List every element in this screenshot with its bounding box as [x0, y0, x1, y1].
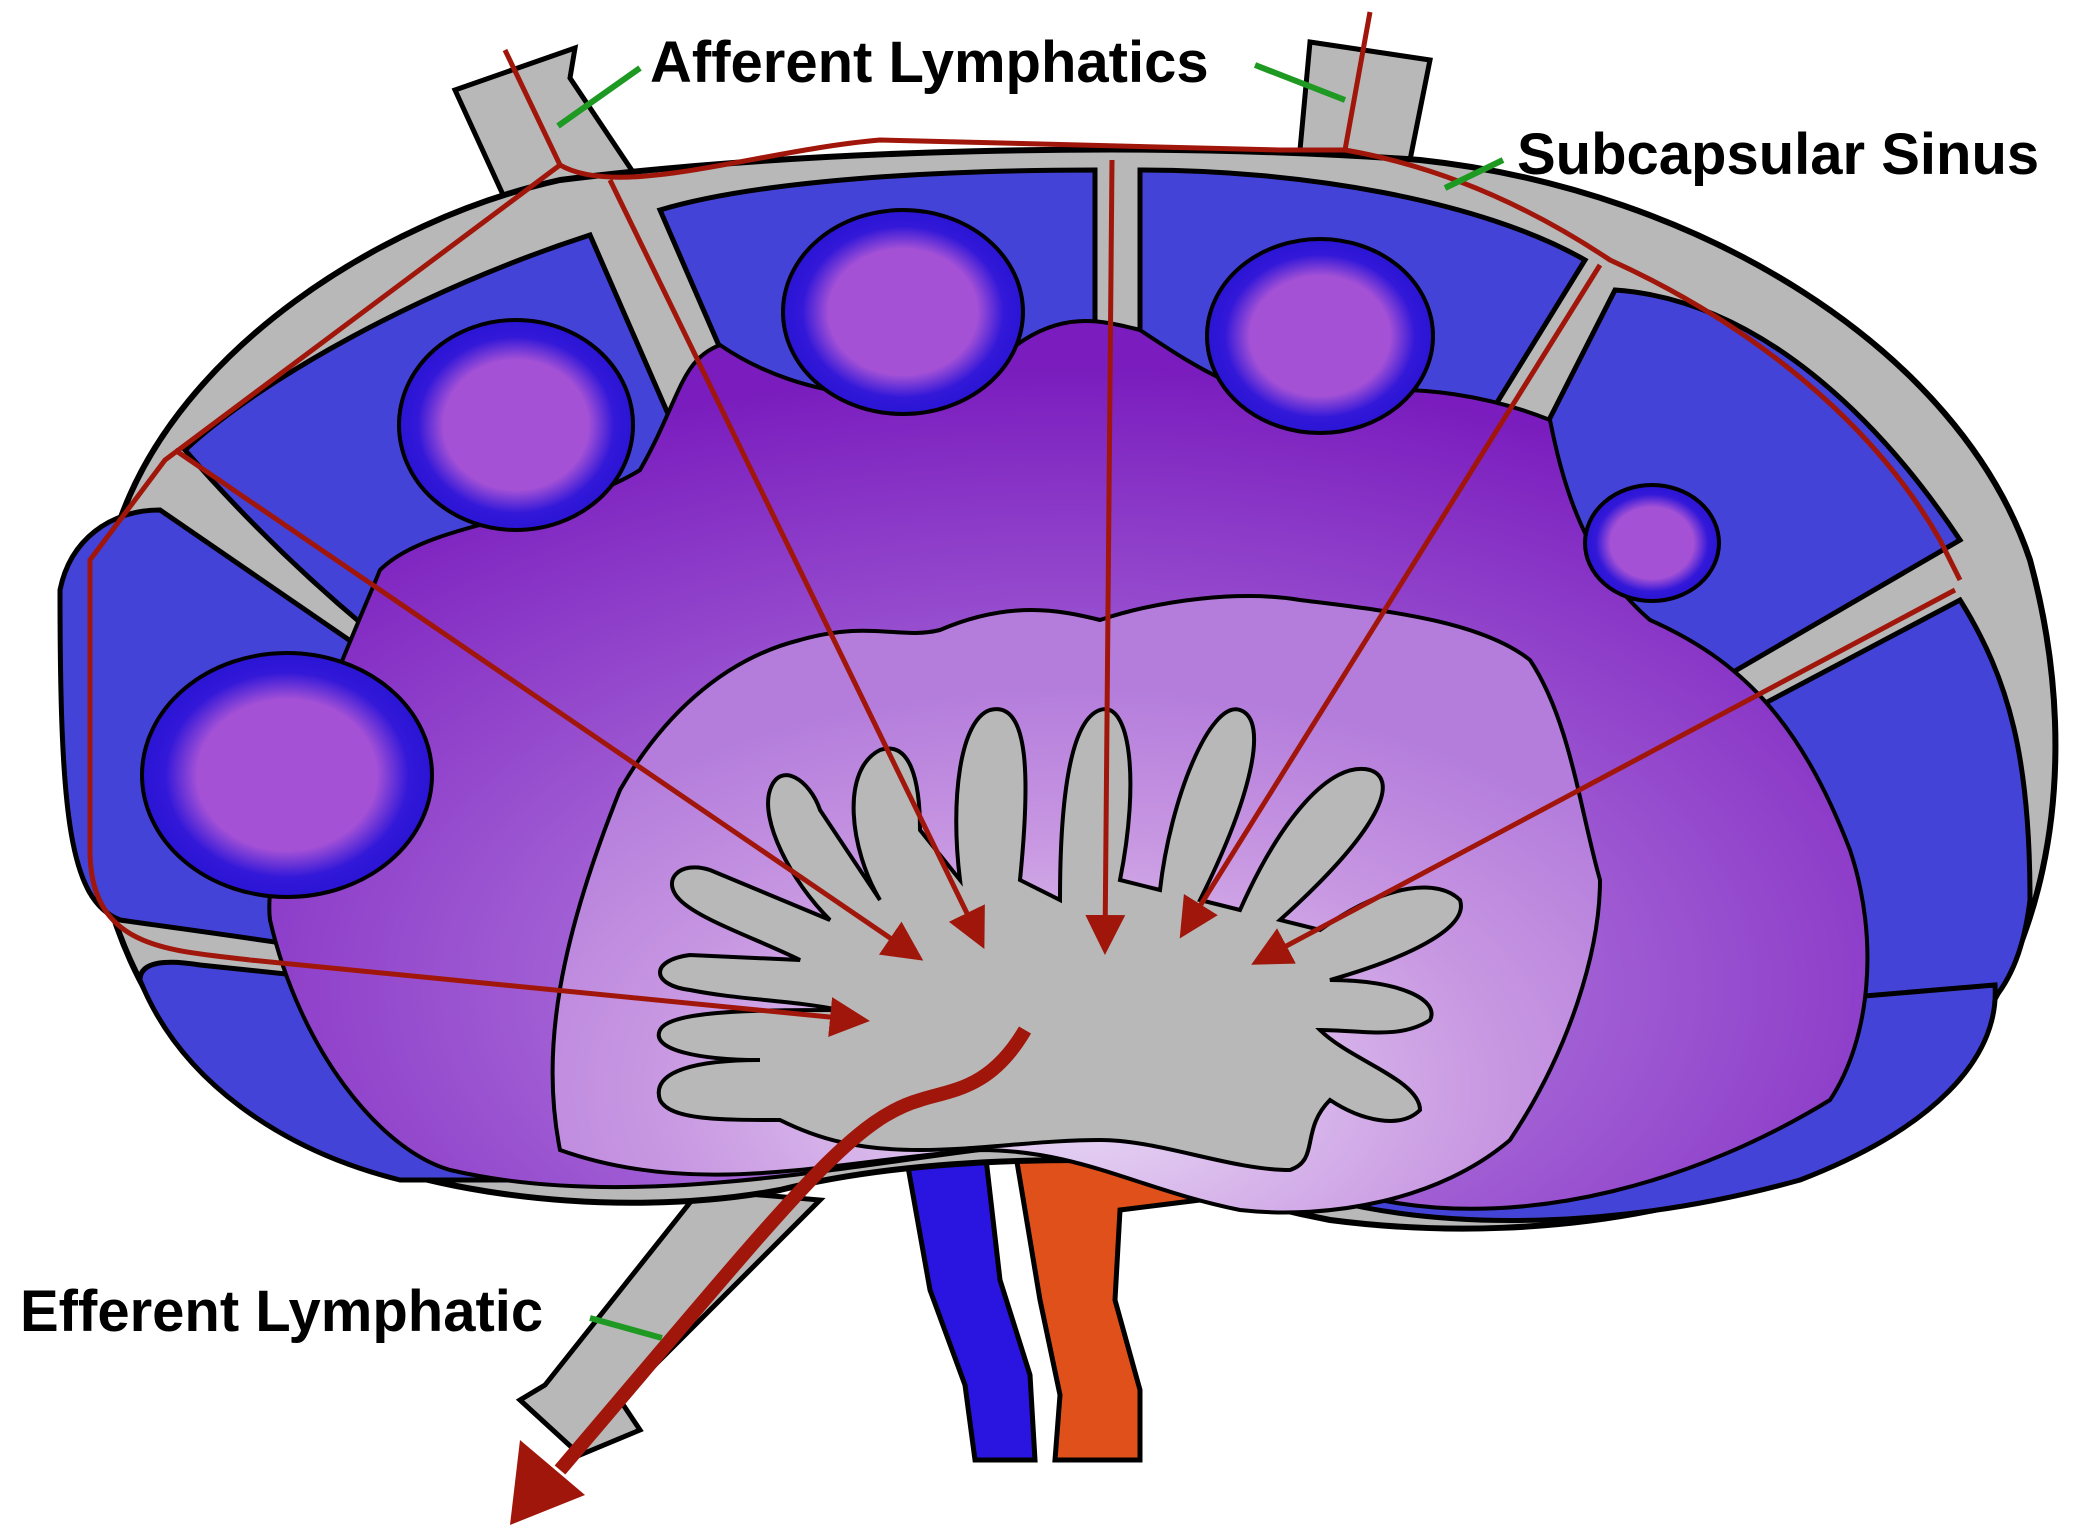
label-efferent-lymphatic: Efferent Lymphatic — [20, 1283, 543, 1341]
follicle-4 — [1207, 239, 1433, 433]
vein — [905, 1150, 1035, 1460]
efferent-lymphatic-tube — [520, 1190, 820, 1455]
follicle-1 — [142, 653, 432, 897]
label-subcapsular-sinus: Subcapsular Sinus — [1517, 126, 2039, 184]
follicle-5 — [1585, 485, 1719, 601]
follicle-2 — [399, 320, 633, 530]
follicle-3 — [783, 210, 1023, 414]
afferent-lymphatic-right — [1300, 42, 1430, 160]
artery — [1015, 1150, 1200, 1460]
label-afferent-lymphatics: Afferent Lymphatics — [650, 34, 1209, 92]
